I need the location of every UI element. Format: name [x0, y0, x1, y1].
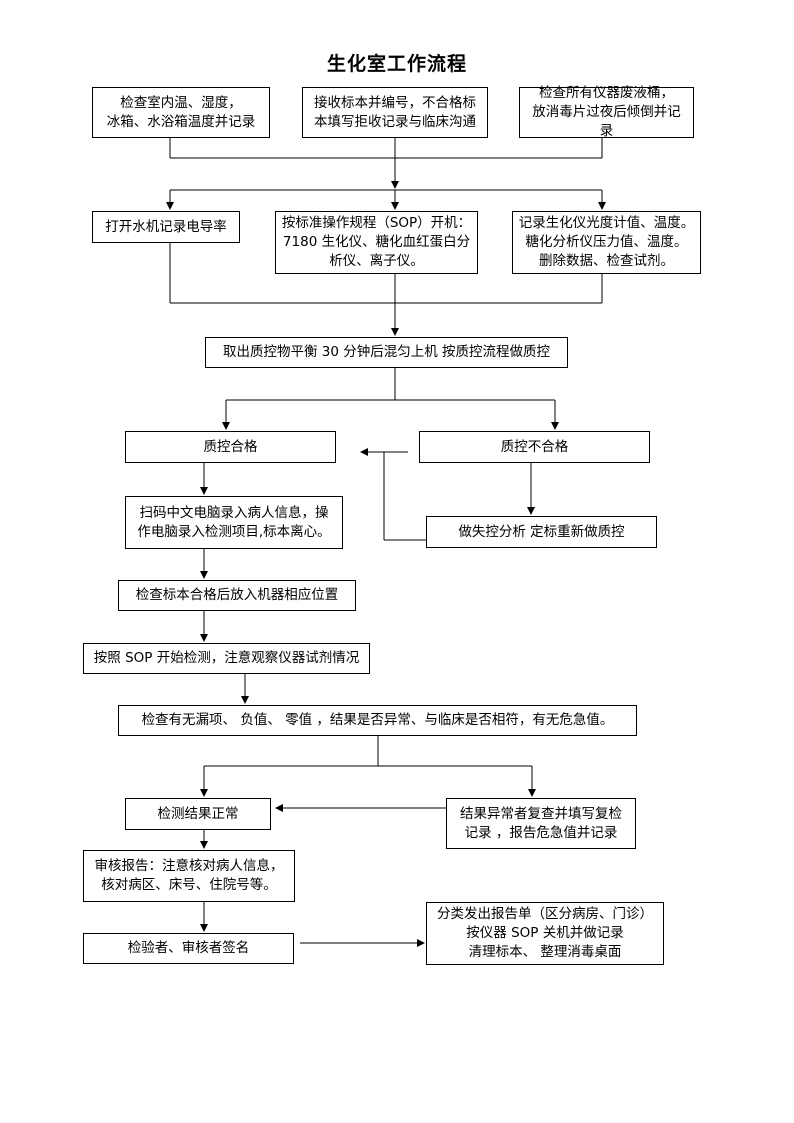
- step-final: 分类发出报告单（区分病房、门诊） 按仪器 SOP 关机并做记录 清理标本、 整理…: [426, 902, 664, 965]
- step-label: 结果异常者复查并填写复检 记录 ，报告危急值并记录: [460, 805, 622, 841]
- step-load-sample: 检查标本合格后放入机器相应位置: [118, 580, 356, 611]
- page-title: 生化室工作流程: [326, 53, 467, 75]
- step-label: 接收标本并编号，不合格标 本填写拒收记录与临床沟通: [314, 94, 476, 130]
- step-qc-pass: 质控合格: [125, 431, 336, 463]
- step-receive-sample: 接收标本并编号，不合格标 本填写拒收记录与临床沟通: [302, 87, 488, 138]
- step-sign: 检验者、审核者签名: [83, 933, 294, 964]
- step-sop-startup: 按标准操作规程（SOP）开机： 7180 生化仪、糖化血红蛋白分 析仪、离子仪。: [275, 211, 478, 274]
- step-qc-material: 取出质控物平衡 30 分钟后混匀上机 按质控流程做质控: [205, 337, 568, 368]
- step-label: 检查所有仪器废液桶， 放消毒片过夜后倾倒并记 录: [532, 85, 681, 139]
- step-label: 检查有无漏项、 负值、 零值 ，结果是否异常、与临床是否相符，有无危急值。: [141, 712, 614, 728]
- step-result-abnormal: 结果异常者复查并填写复检 记录 ，报告危急值并记录: [446, 798, 636, 849]
- step-label: 做失控分析 定标重新做质控: [458, 523, 625, 540]
- step-scan-code: 扫码中文电脑录入病人信息，操 作电脑录入检测项目,标本离心。: [125, 496, 343, 549]
- step-label: 检查室内温、湿度， 冰箱、水浴箱温度并记录: [106, 94, 256, 130]
- step-review-report: 审核报告：注意核对病人信息， 核对病区、床号、住院号等。: [83, 850, 295, 902]
- step-label: 记录生化仪光度计值、温度。 糖化分析仪压力值、温度。 删除数据、检查试剂。: [518, 215, 695, 269]
- step-label: 按照 SOP 开始检测，注意观察仪器试剂情况: [93, 650, 360, 666]
- step-label: 扫码中文电脑录入病人信息，操 作电脑录入检测项目,标本离心。: [137, 504, 331, 540]
- step-label: 审核报告：注意核对病人信息， 核对病区、床号、住院号等。: [94, 858, 284, 893]
- step-check-results: 检查有无漏项、 负值、 零值 ，结果是否异常、与临床是否相符，有无危急值。: [118, 705, 637, 736]
- step-out-of-control: 做失控分析 定标重新做质控: [426, 516, 657, 548]
- step-label: 质控不合格: [500, 438, 569, 455]
- step-result-normal: 检测结果正常: [125, 798, 271, 830]
- step-label: 质控合格: [203, 438, 258, 455]
- step-label: 打开水机记录电导率: [105, 218, 227, 235]
- step-label: 取出质控物平衡 30 分钟后混匀上机 按质控流程做质控: [222, 344, 551, 360]
- step-label: 检验者、审核者签名: [127, 940, 250, 956]
- step-label: 检查标本合格后放入机器相应位置: [135, 587, 339, 603]
- step-waste-check: 检查所有仪器废液桶， 放消毒片过夜后倾倒并记 录: [519, 85, 694, 139]
- step-label: 检测结果正常: [157, 805, 239, 822]
- step-record-params: 记录生化仪光度计值、温度。 糖化分析仪压力值、温度。 删除数据、检查试剂。: [512, 211, 701, 274]
- step-water-machine: 打开水机记录电导率: [92, 211, 240, 243]
- step-start-test: 按照 SOP 开始检测，注意观察仪器试剂情况: [83, 643, 370, 674]
- step-label: 按标准操作规程（SOP）开机： 7180 生化仪、糖化血红蛋白分 析仪、离子仪。: [281, 215, 472, 269]
- step-qc-fail: 质控不合格: [419, 431, 650, 463]
- step-temp-check: 检查室内温、湿度， 冰箱、水浴箱温度并记录: [92, 87, 270, 138]
- step-label: 分类发出报告单（区分病房、门诊） 按仪器 SOP 关机并做记录 清理标本、 整理…: [437, 906, 653, 960]
